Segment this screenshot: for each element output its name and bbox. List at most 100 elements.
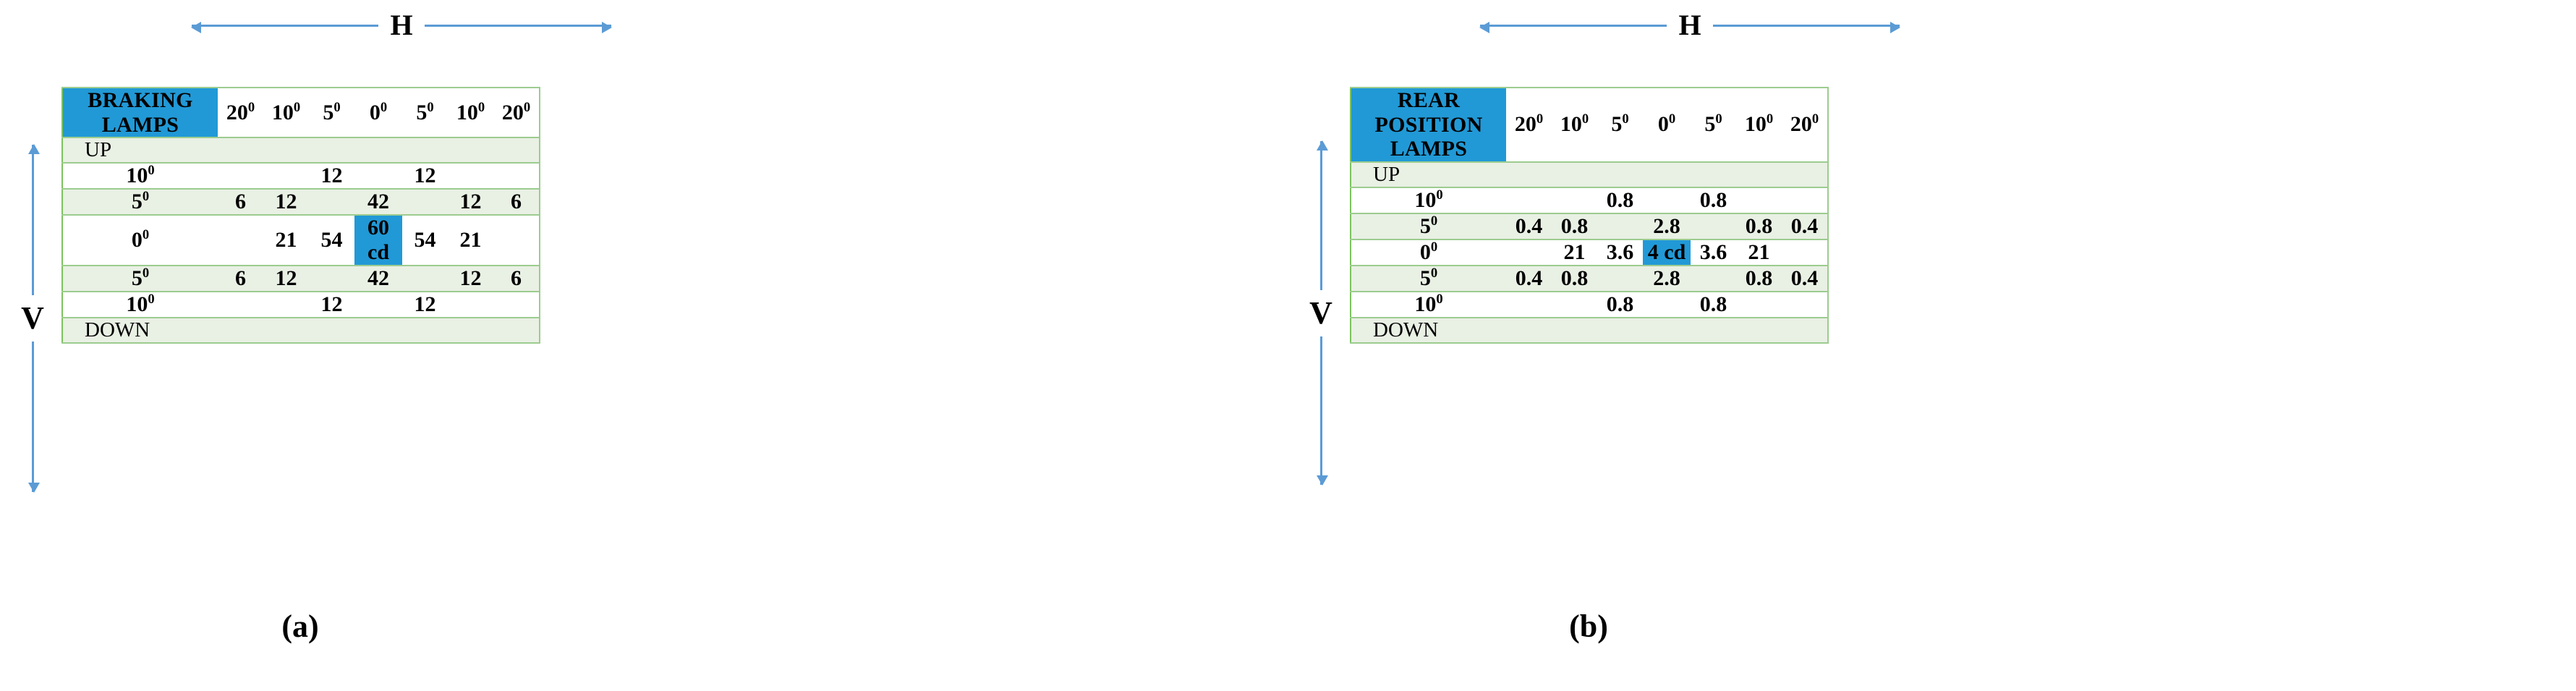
data-cell: 0.4 [1782, 264, 1828, 292]
data-cell [1552, 186, 1597, 214]
col-header-5-text: 10 [456, 100, 478, 124]
data-cell: 0.4 [1506, 212, 1552, 240]
data-cell [354, 291, 402, 319]
data-cell [263, 291, 309, 319]
data-cell-centre: 42 [309, 265, 448, 293]
data-cell [1643, 186, 1691, 214]
h-arrow-line-left [1479, 21, 1667, 33]
data-cell: 12 [263, 265, 309, 293]
data-cell [218, 137, 263, 164]
data-cell [1782, 186, 1828, 214]
table-row: UP [62, 137, 540, 164]
highlighted-value-cell: 60 cd [354, 214, 402, 267]
v-axis-label-a: V [21, 300, 44, 336]
data-cell: 12 [448, 265, 493, 293]
col-header-4-text: 5 [1704, 112, 1716, 137]
table-header-row: REAR POSITION LAMPS 200 100 50 00 50 100… [1351, 87, 1828, 163]
data-cell [354, 317, 402, 344]
data-cell: 12 [309, 291, 354, 319]
data-cell: 0.8 [1691, 186, 1736, 214]
row-label-5: 50 [1351, 264, 1506, 292]
degree-sup: 0 [1668, 111, 1676, 127]
col-header-0-text: 20 [1514, 112, 1536, 137]
data-cell [402, 137, 448, 164]
v-arrow-line-top [1316, 140, 1328, 290]
v-arrow-line-bottom [1316, 336, 1328, 486]
data-cell: 54 [402, 214, 448, 267]
data-cell [1782, 290, 1828, 318]
degree-sup: 0 [1811, 111, 1819, 127]
data-cell [1691, 161, 1736, 188]
degree-sup: 0 [1766, 111, 1774, 127]
h-axis-arrow-a: H [190, 4, 613, 47]
data-cell [309, 317, 354, 344]
data-cell-centre: 42 [309, 188, 448, 216]
photometry-table-a: BRAKING LAMPS 200 100 50 00 50 100 200 U… [61, 86, 540, 344]
row-label-5: 50 [62, 188, 218, 216]
col-header-3: 00 [354, 86, 402, 139]
degree-sup: 0 [477, 99, 485, 115]
data-cell [1736, 186, 1782, 214]
data-cell: 6 [218, 265, 263, 293]
col-header-1: 100 [1552, 87, 1597, 163]
data-cell [493, 162, 540, 190]
col-header-5: 100 [1736, 87, 1782, 163]
col-header-6: 200 [493, 86, 540, 139]
table-title-b: REAR POSITION LAMPS [1351, 87, 1506, 163]
photometry-table-b: REAR POSITION LAMPS 200 100 50 00 50 100… [1350, 87, 1829, 344]
data-cell-centre: 2.8 [1597, 264, 1736, 292]
data-cell: 12 [309, 162, 354, 190]
data-cell [354, 162, 402, 190]
degree-sup: 0 [523, 99, 531, 115]
col-header-4: 50 [402, 86, 448, 139]
data-cell [493, 214, 540, 267]
data-cell: 0.8 [1552, 264, 1597, 292]
data-cell [1552, 161, 1597, 188]
data-cell [1552, 290, 1597, 318]
col-header-0: 200 [1506, 87, 1552, 163]
data-cell: 0.8 [1597, 290, 1643, 318]
col-header-2: 50 [309, 86, 354, 139]
col-header-1-text: 10 [1560, 112, 1582, 137]
data-cell [1782, 238, 1828, 266]
data-cell [1506, 186, 1552, 214]
degree-sup: 0 [293, 99, 301, 115]
data-cell: 54 [309, 214, 354, 267]
degree-sup: 0 [1715, 111, 1722, 127]
v-axis-arrow-b: V [1288, 140, 1353, 486]
degree-sup: 0 [333, 99, 341, 115]
row-label-10: 100 [1351, 186, 1506, 214]
data-cell [1643, 161, 1691, 188]
data-cell [448, 291, 493, 319]
data-cell [1506, 238, 1552, 266]
col-header-1-text: 10 [271, 100, 294, 124]
data-cell [1782, 161, 1828, 188]
col-header-1: 100 [263, 86, 309, 139]
v-arrow-line-top [27, 144, 40, 295]
data-cell [1643, 316, 1691, 344]
data-cell: 21 [448, 214, 493, 267]
v-arrow-line-bottom [27, 342, 40, 493]
data-cell: 3.6 [1597, 238, 1643, 266]
data-cell [402, 317, 448, 344]
row-label-10: 100 [62, 162, 218, 190]
data-cell: 21 [1736, 238, 1782, 266]
data-cell [1506, 161, 1552, 188]
h-arrow-line-right [424, 21, 613, 33]
v-axis-arrow-a: V [0, 144, 65, 493]
data-cell: 0.4 [1506, 264, 1552, 292]
h-axis-label-a: H [390, 9, 413, 41]
data-cell [218, 214, 263, 267]
col-header-6-text: 20 [501, 100, 524, 124]
data-cell [218, 317, 263, 344]
data-cell [448, 317, 493, 344]
row-label-5: 50 [62, 265, 218, 293]
data-cell [218, 162, 263, 190]
